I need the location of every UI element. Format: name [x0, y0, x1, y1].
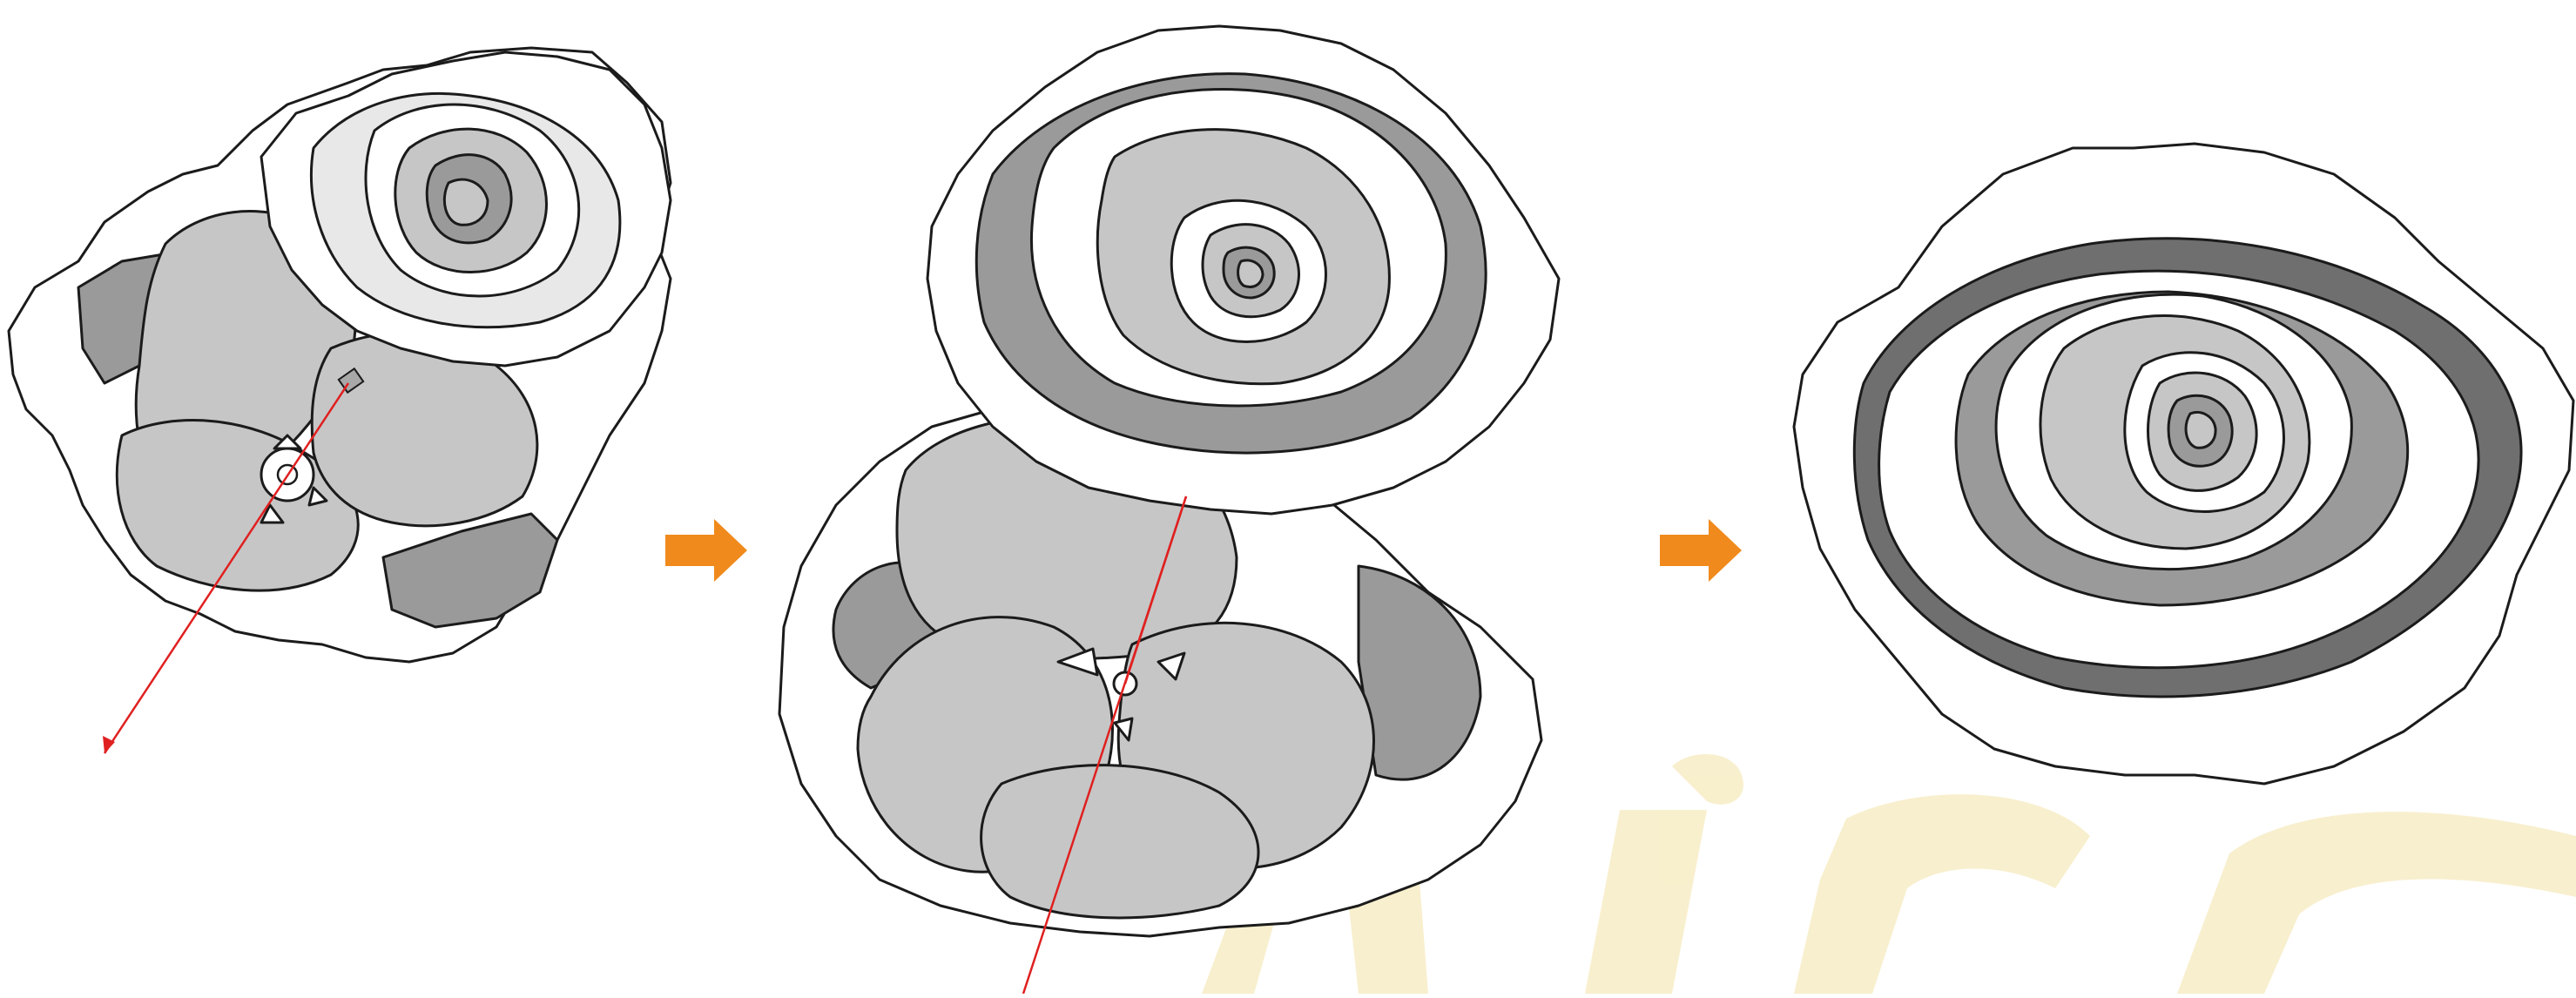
- step-2-dark-petal-right: [1359, 566, 1480, 779]
- step-arrow-1: [665, 519, 747, 582]
- step-arrow-2: [1660, 519, 1742, 582]
- step-3-rose-assembled: [1794, 144, 2573, 784]
- step-1-rose-exploded: [9, 48, 671, 753]
- step-2-rose-exploded: [779, 26, 1559, 994]
